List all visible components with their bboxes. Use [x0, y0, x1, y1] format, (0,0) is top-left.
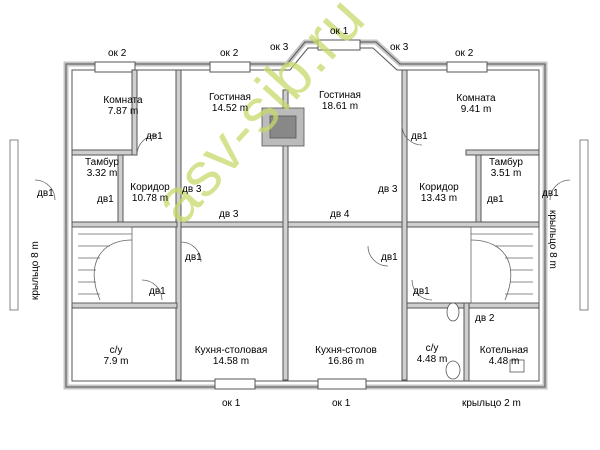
door-label: дв 3 — [378, 184, 398, 195]
door-label: дв1 — [185, 252, 202, 263]
window-label: ок 3 — [390, 42, 409, 53]
window-label: ок 3 — [270, 42, 289, 53]
door-label: дв1 — [381, 252, 398, 263]
porch-right-label: крыльцо 8 m — [547, 210, 558, 269]
window-label: ок 1 — [330, 26, 349, 37]
window-label: ок 2 — [220, 48, 239, 59]
window-label: ок 1 — [222, 398, 241, 409]
door-label: дв1 — [146, 131, 163, 142]
door-label: дв1 — [411, 131, 428, 142]
porch-left-label: крыльцо 8 m — [30, 241, 41, 300]
window-label: ок 1 — [332, 398, 351, 409]
door-label: дв1 — [97, 194, 114, 205]
door-label: дв1 — [413, 286, 430, 297]
fireplace-icon — [261, 107, 305, 147]
door-label: дв 3 — [182, 184, 202, 195]
door-label: дв1 — [37, 188, 54, 199]
door-label: дв1 — [149, 286, 166, 297]
door-label: дв1 — [487, 194, 504, 205]
window-label: ок 2 — [108, 48, 127, 59]
window-label: ок 2 — [455, 48, 474, 59]
door-label: дв 4 — [330, 209, 350, 220]
porch-bottom-label: крыльцо 2 m — [462, 398, 521, 409]
door-label: дв1 — [542, 188, 559, 199]
door-label: дв 2 — [475, 313, 495, 324]
door-label: дв 3 — [219, 209, 239, 220]
